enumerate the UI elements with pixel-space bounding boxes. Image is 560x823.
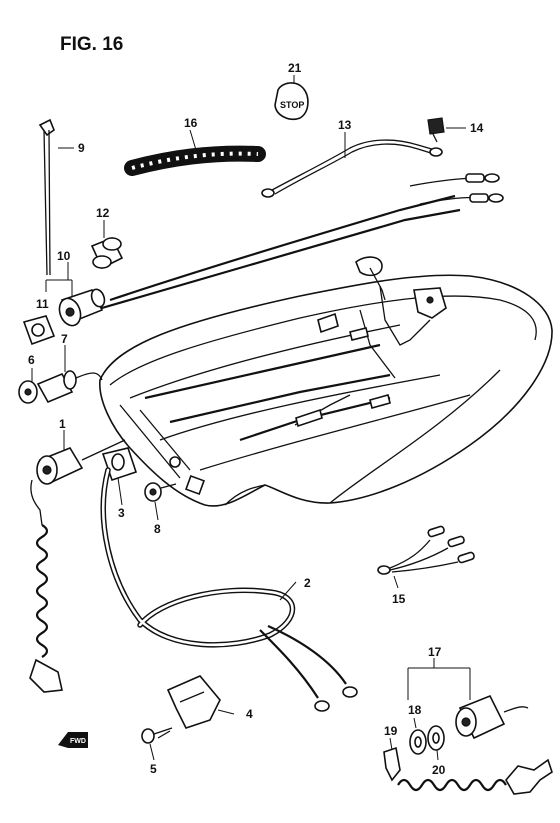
- fwd-label: FWD: [70, 738, 86, 745]
- part-2-wire-harness: [100, 467, 358, 712]
- part-5-screw: [141, 727, 173, 744]
- callout-16: 16: [184, 116, 198, 130]
- callout-3: 3: [118, 506, 125, 520]
- part-19-lanyard: [383, 746, 553, 795]
- callout-17: 17: [428, 645, 442, 659]
- callout-2: 2: [304, 576, 311, 590]
- callout-9: 9: [78, 141, 85, 155]
- stop-label-text: STOP: [280, 100, 304, 110]
- part-7-stop-switch: [36, 370, 103, 404]
- leader-lines: [31, 75, 471, 761]
- callout-10: 10: [57, 249, 71, 263]
- part-callouts: 1 2 3 4 5 6 7 8 9 10 11 12 13 14 15 16 1…: [28, 61, 484, 777]
- callout-20: 20: [432, 763, 446, 777]
- callout-18: 18: [408, 703, 422, 717]
- part-13-lead-wire: [261, 139, 504, 205]
- callout-12: 12: [96, 206, 110, 220]
- callout-4: 4: [246, 707, 253, 721]
- part-21-stop-label: STOP: [274, 82, 309, 121]
- part-14-bolt: [427, 117, 445, 143]
- callout-7: 7: [61, 332, 68, 346]
- callout-13: 13: [338, 118, 352, 132]
- callout-6: 6: [28, 353, 35, 367]
- callout-21: 21: [288, 61, 302, 75]
- part-1-emergency-stop-switch: [29, 439, 126, 693]
- part-3-clamp: [101, 447, 138, 482]
- callout-8: 8: [154, 522, 161, 536]
- bottom-cowling: [94, 194, 553, 507]
- part-6-knob: [18, 380, 38, 404]
- callout-19: 19: [384, 724, 398, 738]
- part-18-washer: [409, 729, 427, 755]
- figure-title: FIG. 16: [60, 34, 123, 55]
- part-9-cable-tie: [38, 118, 55, 276]
- fwd-arrow-icon: FWD: [58, 732, 88, 748]
- part-10-main-switch: [58, 288, 106, 327]
- part-8-bolt: [144, 482, 177, 502]
- part-17-stop-switch-assy: [455, 694, 529, 740]
- part-4-holder: [166, 675, 221, 729]
- callout-5: 5: [150, 762, 157, 776]
- part-11-cap: [22, 315, 56, 346]
- callout-1: 1: [59, 417, 66, 431]
- part-16-protector-tube: [124, 145, 266, 176]
- callout-15: 15: [392, 592, 406, 606]
- part-15-lead-wire: [377, 525, 475, 575]
- part-12-grommet: [90, 236, 124, 270]
- callout-14: 14: [470, 121, 484, 135]
- part-20-nut: [427, 725, 445, 751]
- callout-11: 11: [36, 297, 49, 311]
